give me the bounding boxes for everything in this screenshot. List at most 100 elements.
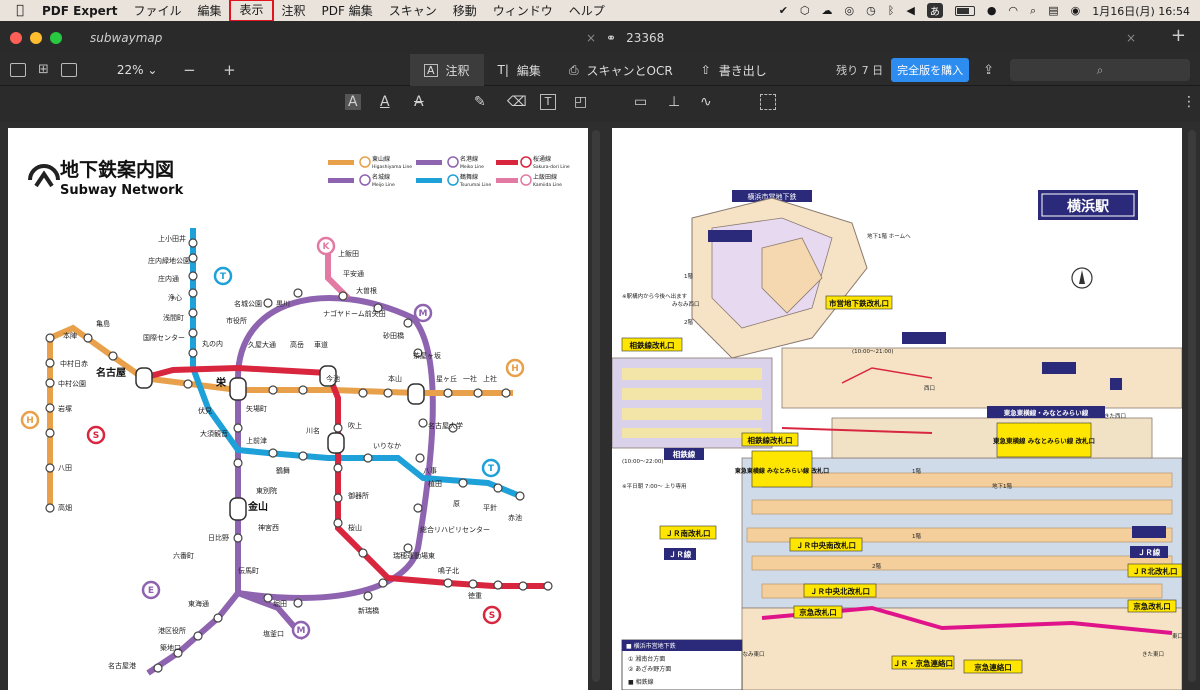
lasso-icon[interactable]: ✔ (778, 4, 788, 17)
underline-text-icon[interactable]: A (380, 94, 390, 110)
zoom-out-button[interactable]: − (183, 60, 196, 79)
svg-text:H: H (26, 416, 34, 426)
time-machine-icon[interactable]: ◷ (866, 4, 876, 17)
exit-label: きた西口 (1104, 413, 1126, 420)
menubar-clock[interactable]: 1月16日(月) 16:54 (1092, 4, 1190, 18)
floor-label: 1階 (684, 272, 693, 280)
tab-23368[interactable]: ⚭ 23368 × (600, 25, 1140, 50)
gate-label: 相鉄線改札口 (630, 340, 675, 350)
share-icon[interactable]: ⇪ (983, 62, 994, 78)
station-label: 伏見 (198, 406, 212, 415)
menu-help[interactable]: ヘルプ (568, 4, 605, 18)
pdf-page-subwaymap[interactable]: 地下鉄案内図 Subway Network 東山線 Higashiyama Li… (8, 128, 588, 690)
comment-icon[interactable]: ▭ (634, 94, 648, 110)
apple-menu-icon[interactable]:  (0, 3, 40, 18)
app-menu[interactable]: PDF Expert (42, 3, 118, 18)
station-label: 浅間町 (163, 313, 184, 322)
annotation-toolbar: A A A ✎ ⌫ T ◰ ▭ ⊥ ∿ ⋮ (0, 86, 1200, 122)
more-icon[interactable]: ⋮ (1182, 94, 1196, 110)
view-mode-icon[interactable] (60, 62, 77, 77)
menu-view[interactable]: 表示 (229, 0, 274, 22)
tab-edit[interactable]: T| 編集 (484, 54, 555, 86)
dropbox-icon[interactable]: ⬡ (799, 4, 810, 17)
control-center-icon[interactable]: ▤ (1048, 4, 1059, 17)
station-label: 丸の内 (202, 339, 223, 348)
close-window-icon[interactable] (10, 31, 22, 44)
station-label: 鳴子北 (438, 566, 459, 575)
eraser-icon[interactable]: ⌫ (507, 94, 527, 110)
menu-file[interactable]: ファイル (133, 4, 182, 18)
tab-export[interactable]: ⇧ 書き出し (687, 54, 781, 86)
floor-label: 1階 (912, 467, 921, 475)
thumbnails-icon[interactable]: ⊞ (38, 62, 49, 77)
station-label: 名古屋港 (108, 661, 136, 670)
pen-icon[interactable]: ✎ (474, 94, 486, 110)
legend-en: Tsurumai Line (459, 182, 491, 188)
strikethrough-text-icon[interactable]: A (414, 94, 424, 110)
station-label: 吹上 (348, 421, 362, 430)
volume-icon[interactable]: ◀ (906, 4, 915, 17)
highlight-text-icon[interactable]: A (345, 94, 361, 110)
minimize-window-icon[interactable] (30, 31, 42, 44)
menu-go[interactable]: 移動 (452, 4, 477, 18)
annotate-icon: A (424, 63, 438, 77)
new-tab-button[interactable]: + (1170, 25, 1186, 46)
station-label: 塩釜口 (263, 629, 284, 638)
station-label: 伝馬町 (238, 566, 259, 575)
stamp-icon[interactable]: ⊥ (668, 94, 681, 110)
right-scrollbar[interactable] (1188, 130, 1196, 682)
tab-scan-ocr[interactable]: ⎙ スキャンとOCR (555, 54, 687, 86)
close-tab-icon[interactable]: × (1125, 30, 1136, 45)
tab-annotate[interactable]: A 注釈 (410, 54, 484, 86)
search-field[interactable]: ⌕ (1010, 59, 1190, 81)
sidebar-icon[interactable] (10, 62, 26, 77)
wifi-icon[interactable]: ◠ (1008, 4, 1019, 17)
export-icon: ⇧ (700, 63, 711, 77)
floor-label: 2階 (684, 318, 693, 326)
station-label-major: 栄 (215, 376, 227, 389)
menu-pdf-edit[interactable]: PDF 編集 (321, 4, 373, 18)
line-label: 相鉄線 (673, 449, 696, 459)
legend-en: Sakura-dori Line (533, 164, 570, 170)
floor-label: 1階 (912, 532, 921, 540)
zoom-in-button[interactable]: + (223, 60, 236, 79)
pdf-page-23368[interactable]: 横浜駅 横浜市営地下鉄 (612, 128, 1182, 690)
exit-label: 東口 (1172, 632, 1182, 640)
bluetooth-icon[interactable]: ᛒ (887, 4, 895, 17)
station-label: 矢場町 (246, 404, 267, 413)
area-select-icon[interactable] (760, 94, 776, 110)
signature-icon[interactable]: ∿ (700, 94, 712, 110)
exit-label: きた東口 (1142, 650, 1164, 658)
input-method-indicator[interactable]: あ (926, 3, 943, 18)
menu-annotate[interactable]: 注釈 (281, 4, 306, 18)
siri-icon[interactable]: ◉ (1070, 4, 1081, 17)
tsurumai-line (190, 228, 522, 499)
legend-name: 名港線 (460, 155, 478, 163)
station-label: 八事 (423, 466, 437, 475)
mode-tabs: A 注釈 T| 編集 ⎙ スキャンとOCR ⇧ 書き出し (410, 54, 781, 86)
text-box-icon[interactable]: T (540, 94, 556, 110)
search-icon: ⌕ (1096, 62, 1104, 77)
left-scrollbar[interactable] (592, 130, 600, 682)
station-label: 本陣 (63, 331, 77, 340)
buy-button[interactable]: 完全版を購入 (891, 58, 970, 82)
tab-subwaymap[interactable]: subwaymap × (80, 25, 600, 50)
station-label: 徳重 (468, 591, 482, 600)
menu-window[interactable]: ウィンドウ (492, 4, 553, 18)
exit-label: みなみ東口 (737, 650, 765, 658)
user-icon[interactable]: ● (986, 4, 997, 17)
legend-title: ■ 横浜市営地下鉄 (626, 642, 676, 650)
close-tab-icon[interactable]: × (585, 30, 596, 45)
airdrop-icon[interactable]: ◎ (844, 4, 855, 17)
zoom-window-icon[interactable] (50, 31, 62, 44)
document-viewer[interactable]: 地下鉄案内図 Subway Network 東山線 Higashiyama Li… (0, 122, 1200, 690)
station-label: 大須観音 (200, 429, 228, 438)
spotlight-icon[interactable]: ⌕ (1030, 3, 1037, 17)
menu-scan[interactable]: スキャン (388, 4, 437, 18)
zoom-select[interactable]: 22% ⌄ (116, 62, 158, 77)
battery-icon[interactable] (954, 5, 975, 16)
cloud-icon[interactable]: ☁ (821, 4, 833, 17)
menu-edit[interactable]: 編集 (197, 4, 222, 18)
shapes-icon[interactable]: ◰ (574, 94, 588, 110)
legend-name: 上飯田線 (533, 173, 557, 181)
